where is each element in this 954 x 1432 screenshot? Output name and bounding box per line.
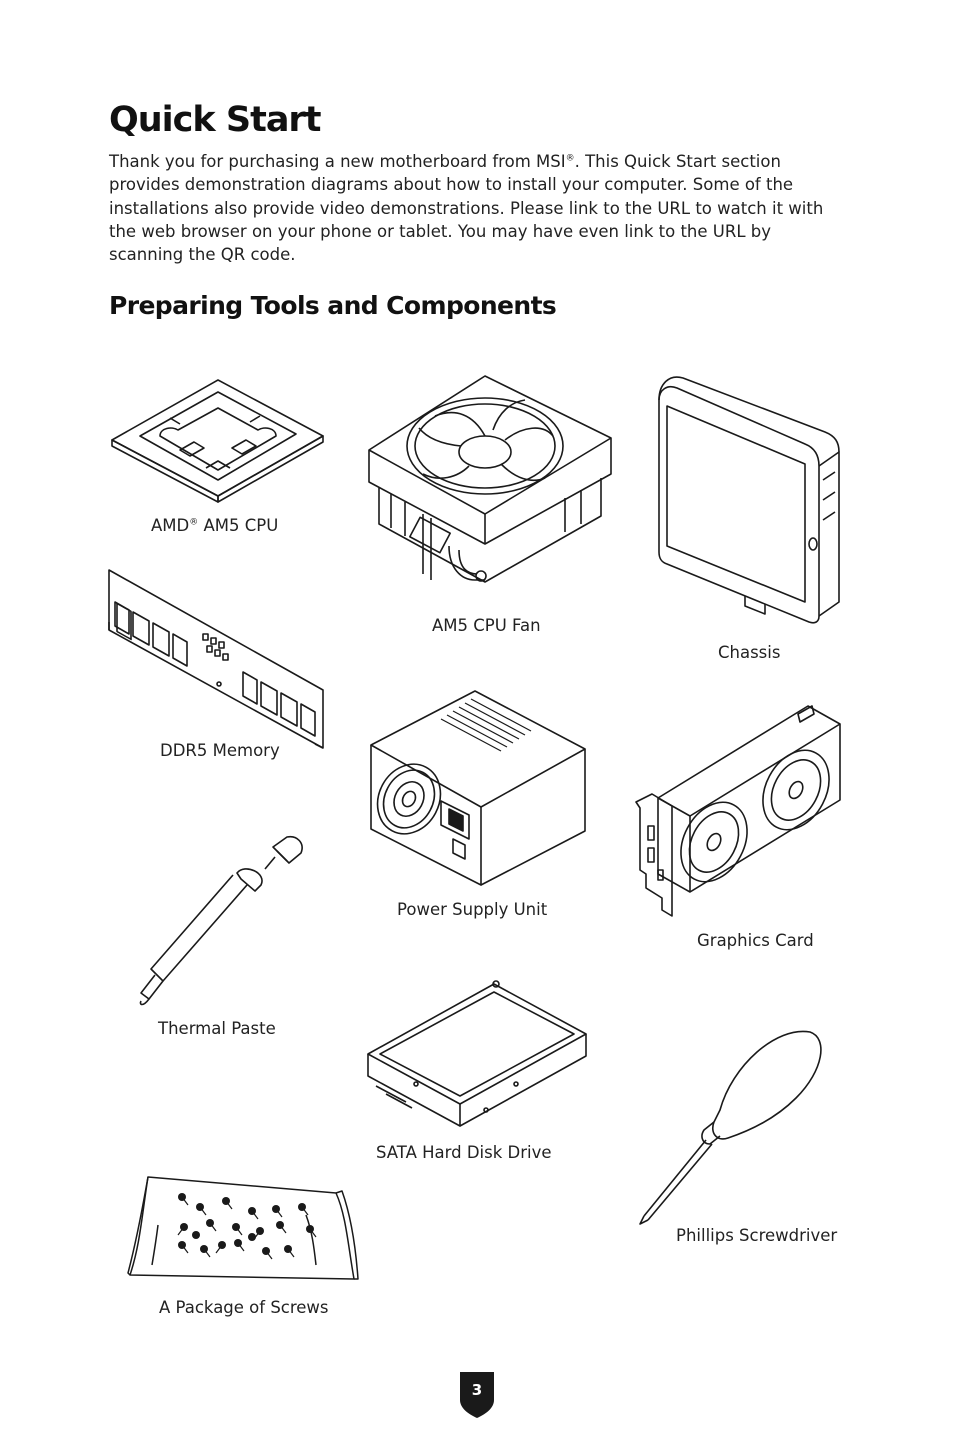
page-number: 3 bbox=[471, 1381, 483, 1399]
intro-text-start: Thank you for purchasing a new motherboa… bbox=[109, 152, 566, 171]
cpu-fan-icon bbox=[365, 374, 615, 609]
screwdriver-icon bbox=[636, 1026, 826, 1228]
shield-badge-icon bbox=[460, 1372, 494, 1418]
paste-label: Thermal Paste bbox=[158, 1019, 276, 1038]
intro-text-end: . This Quick Start section provides demo… bbox=[109, 152, 824, 265]
screws-package-icon bbox=[126, 1175, 360, 1287]
memory-label: DDR5 Memory bbox=[160, 741, 280, 760]
graphics-card-icon bbox=[632, 702, 844, 920]
chassis-label: Chassis bbox=[718, 643, 781, 662]
hard-disk-icon bbox=[366, 980, 588, 1134]
screws-label: A Package of Screws bbox=[159, 1298, 329, 1317]
page-number-badge: 3 bbox=[458, 1372, 496, 1418]
intro-paragraph: Thank you for purchasing a new motherboa… bbox=[109, 150, 839, 266]
chassis-icon bbox=[655, 370, 843, 626]
page-title: Quick Start bbox=[109, 100, 321, 140]
memory-module-icon bbox=[107, 568, 327, 752]
syringe-icon bbox=[137, 833, 307, 1013]
cpu-label: AMD® AM5 CPU bbox=[151, 516, 279, 535]
psu-label: Power Supply Unit bbox=[397, 900, 548, 919]
cpu-icon bbox=[110, 378, 325, 503]
section-title: Preparing Tools and Components bbox=[109, 291, 557, 320]
cpu-fan-label: AM5 CPU Fan bbox=[432, 616, 541, 635]
hdd-label: SATA Hard Disk Drive bbox=[376, 1143, 552, 1162]
screwdriver-label: Phillips Screwdriver bbox=[676, 1226, 838, 1245]
gpu-label: Graphics Card bbox=[697, 931, 814, 950]
power-supply-icon bbox=[369, 689, 587, 889]
registered-mark: ® bbox=[565, 153, 575, 164]
